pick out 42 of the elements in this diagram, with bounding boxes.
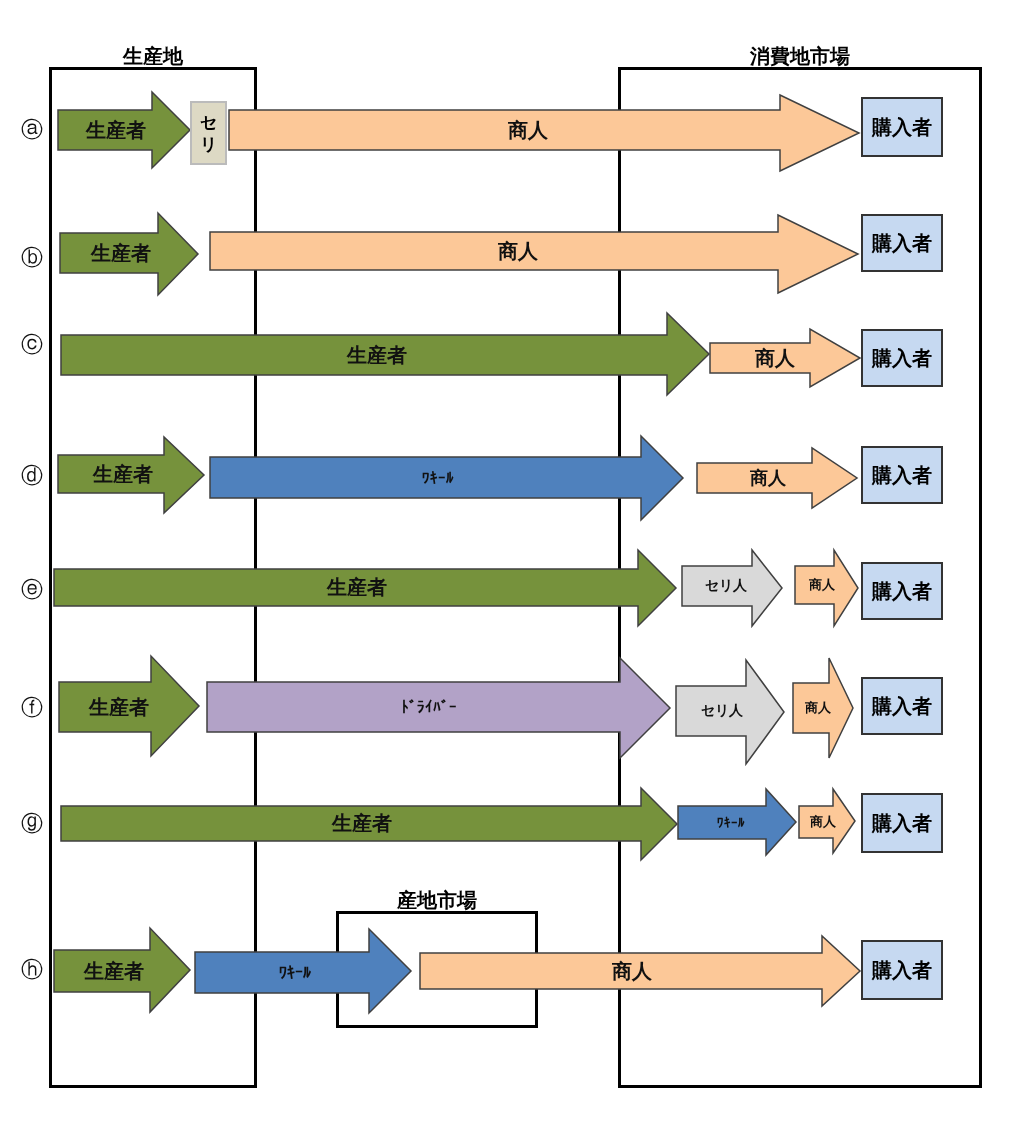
buyer-box: 購入者 bbox=[861, 677, 943, 735]
arrow-label: 生産者 bbox=[330, 810, 393, 837]
arrow-label: 商人 bbox=[497, 237, 539, 265]
buyer-box: 購入者 bbox=[861, 214, 943, 272]
row-marker: ⓐ bbox=[20, 116, 44, 144]
arrow-label: ﾜｷｰﾙ bbox=[421, 467, 456, 489]
buyer-box: 購入者 bbox=[861, 329, 943, 387]
auction-box: セリ bbox=[190, 101, 227, 165]
buyer-box: 購入者 bbox=[861, 793, 943, 853]
row-marker: ⓓ bbox=[20, 462, 44, 490]
arrow-label: ﾜｷｰﾙ bbox=[716, 814, 746, 832]
buyer-box: 購入者 bbox=[861, 446, 943, 504]
arrow-label: 商人 bbox=[808, 813, 837, 831]
arrow-label: 生産者 bbox=[87, 693, 151, 721]
region-heading: 産地市場 bbox=[396, 887, 478, 914]
buyer-box: 購入者 bbox=[861, 97, 943, 157]
arrow-label: 商人 bbox=[804, 699, 833, 717]
arrow-label: 生産者 bbox=[82, 957, 145, 985]
row-marker: ⓑ bbox=[20, 244, 44, 272]
row-marker: ⓖ bbox=[20, 810, 44, 838]
arrow-label: 商人 bbox=[807, 576, 836, 594]
arrow-label: 商人 bbox=[611, 957, 654, 985]
buyer-box: 購入者 bbox=[861, 940, 943, 1000]
arrow-label: 商人 bbox=[507, 116, 550, 144]
arrow-label: 生産者 bbox=[325, 574, 389, 601]
buyer-box: 購入者 bbox=[861, 562, 943, 620]
arrow-label: セリ人 bbox=[700, 701, 745, 720]
row-marker: ⓕ bbox=[20, 694, 44, 722]
region-heading: 生産地 bbox=[121, 43, 184, 70]
arrow-label: 商人 bbox=[754, 344, 796, 372]
arrow-label: セリ人 bbox=[704, 576, 748, 595]
arrow-label: 商人 bbox=[749, 466, 787, 490]
arrow-label: ﾄﾞﾗｲﾊﾞｰ bbox=[399, 697, 458, 718]
arrow-label: 生産者 bbox=[89, 239, 152, 267]
row-marker: ⓒ bbox=[20, 331, 44, 359]
arrow-label: 生産者 bbox=[91, 460, 154, 488]
arrow-label: 生産者 bbox=[84, 116, 148, 144]
arrow-label: ﾜｷｰﾙ bbox=[277, 962, 312, 984]
row-marker: ⓔ bbox=[20, 576, 44, 604]
arrow-label: 生産者 bbox=[345, 341, 408, 369]
row-marker: ⓗ bbox=[20, 956, 44, 984]
region-heading: 消費地市場 bbox=[749, 43, 851, 70]
